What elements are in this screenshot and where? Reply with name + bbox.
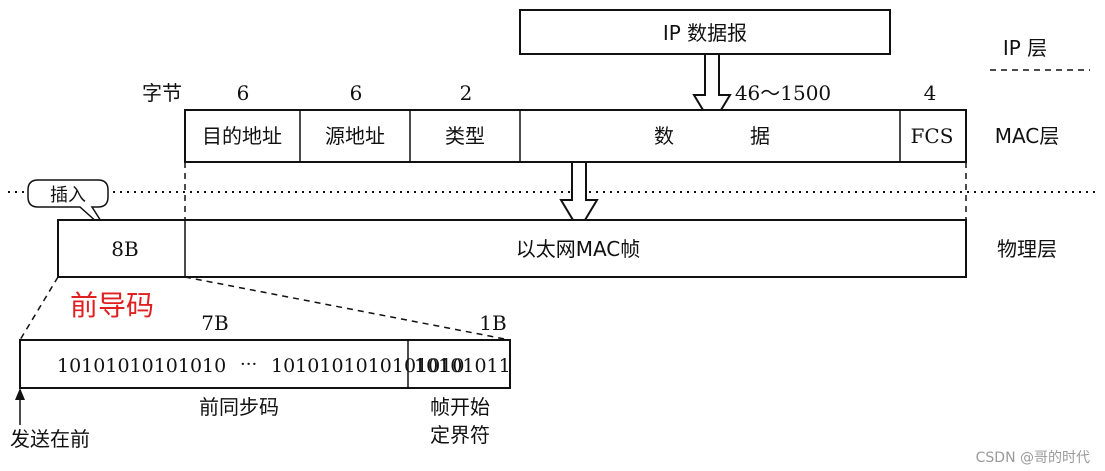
preamble-bits-b: 1010101010101010 — [271, 355, 464, 377]
sfd-bits: 10101011 — [414, 355, 511, 377]
size-1b: 1B — [479, 311, 506, 335]
physical-frame-box — [57, 219, 967, 278]
physical-layer-label: 物理层 — [997, 237, 1057, 261]
send-first-arrow-icon — [15, 388, 25, 400]
field-dest-address: 目的地址 — [202, 124, 282, 148]
byte-label: 字节 — [142, 81, 182, 105]
field-src-address: 源地址 — [325, 124, 385, 148]
send-first-label: 发送在前 — [10, 427, 90, 451]
size-dest: 6 — [237, 81, 250, 105]
sfd-label-line2: 定界符 — [430, 423, 490, 447]
field-data-char1: 数 — [654, 124, 674, 148]
size-data: 46～1500 — [735, 81, 831, 105]
ethernet-mac-frame-label: 以太网MAC帧 — [516, 237, 641, 261]
down-arrow-mac-to-phy — [559, 161, 599, 232]
expand-line-right — [184, 276, 511, 341]
preamble-bits-a: 10101010101010 — [57, 355, 226, 377]
ip-layer-label: IP 层 — [1003, 36, 1047, 60]
preamble-size: 8B — [111, 237, 138, 261]
field-fcs: FCS — [911, 124, 954, 148]
size-fcs: 4 — [924, 81, 937, 105]
watermark: CSDN @哥的时代 — [976, 450, 1090, 466]
mac-layer-label: MAC层 — [995, 124, 1060, 148]
preamble-title: 前导码 — [70, 289, 154, 322]
insert-label: 插入 — [50, 185, 86, 206]
size-7b: 7B — [201, 311, 228, 335]
preamble-ellipsis: ··· — [240, 354, 257, 375]
field-data-char2: 据 — [750, 124, 770, 148]
mac-frame-box — [184, 109, 967, 163]
sync-preamble-label: 前同步码 — [199, 395, 279, 419]
ip-datagram-box — [519, 9, 891, 55]
field-type: 类型 — [445, 124, 485, 148]
preamble-detail-box — [19, 339, 511, 389]
size-type: 2 — [460, 81, 473, 105]
sfd-label-line1: 帧开始 — [430, 395, 490, 419]
expand-line-left — [19, 276, 59, 341]
size-src: 6 — [350, 81, 363, 105]
ip-datagram-label: IP 数据报 — [663, 21, 747, 45]
